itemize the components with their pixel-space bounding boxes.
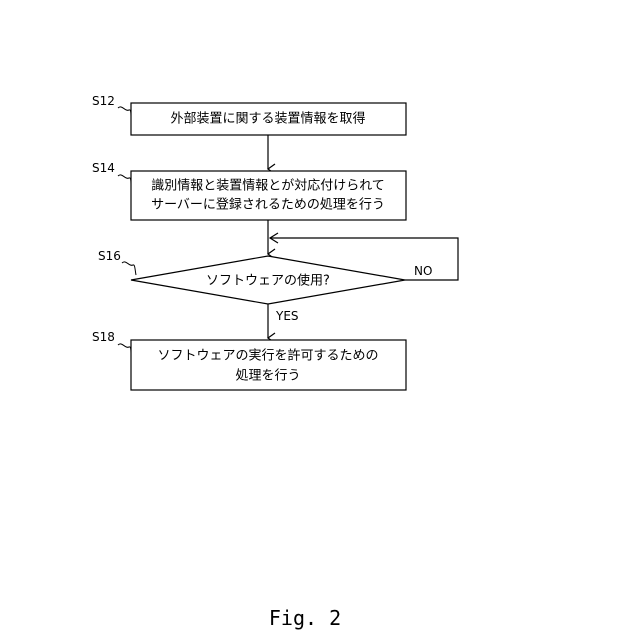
step-label-s18: S18 bbox=[92, 330, 115, 344]
branch-label-yes: YES bbox=[275, 309, 299, 323]
step-label-s16: S16 bbox=[98, 249, 121, 263]
process-text-s12: 外部装置に関する装置情報を取得 bbox=[170, 111, 365, 127]
step-label-s12: S12 bbox=[92, 94, 115, 108]
step-leader-s16 bbox=[122, 262, 136, 275]
figure-caption: Fig. 2 bbox=[269, 606, 341, 630]
branch-label-no: NO bbox=[414, 264, 432, 278]
step-leader-s18 bbox=[118, 344, 131, 353]
decision-text-s16: ソフトウェアの使用? bbox=[206, 273, 330, 289]
process-text-s18-line1: ソフトウェアの実行を許可するための bbox=[157, 348, 378, 364]
process-text-s14-line1: 識別情報と装置情報とが対応付けられて bbox=[151, 179, 385, 194]
step-leader-s12 bbox=[118, 107, 131, 116]
step-label-s14: S14 bbox=[92, 161, 115, 175]
step-leader-s14 bbox=[118, 175, 131, 184]
process-text-s18-line2: 処理を行う bbox=[235, 369, 300, 384]
process-text-s14-line2: サーバーに登録されるための処理を行う bbox=[151, 198, 385, 213]
